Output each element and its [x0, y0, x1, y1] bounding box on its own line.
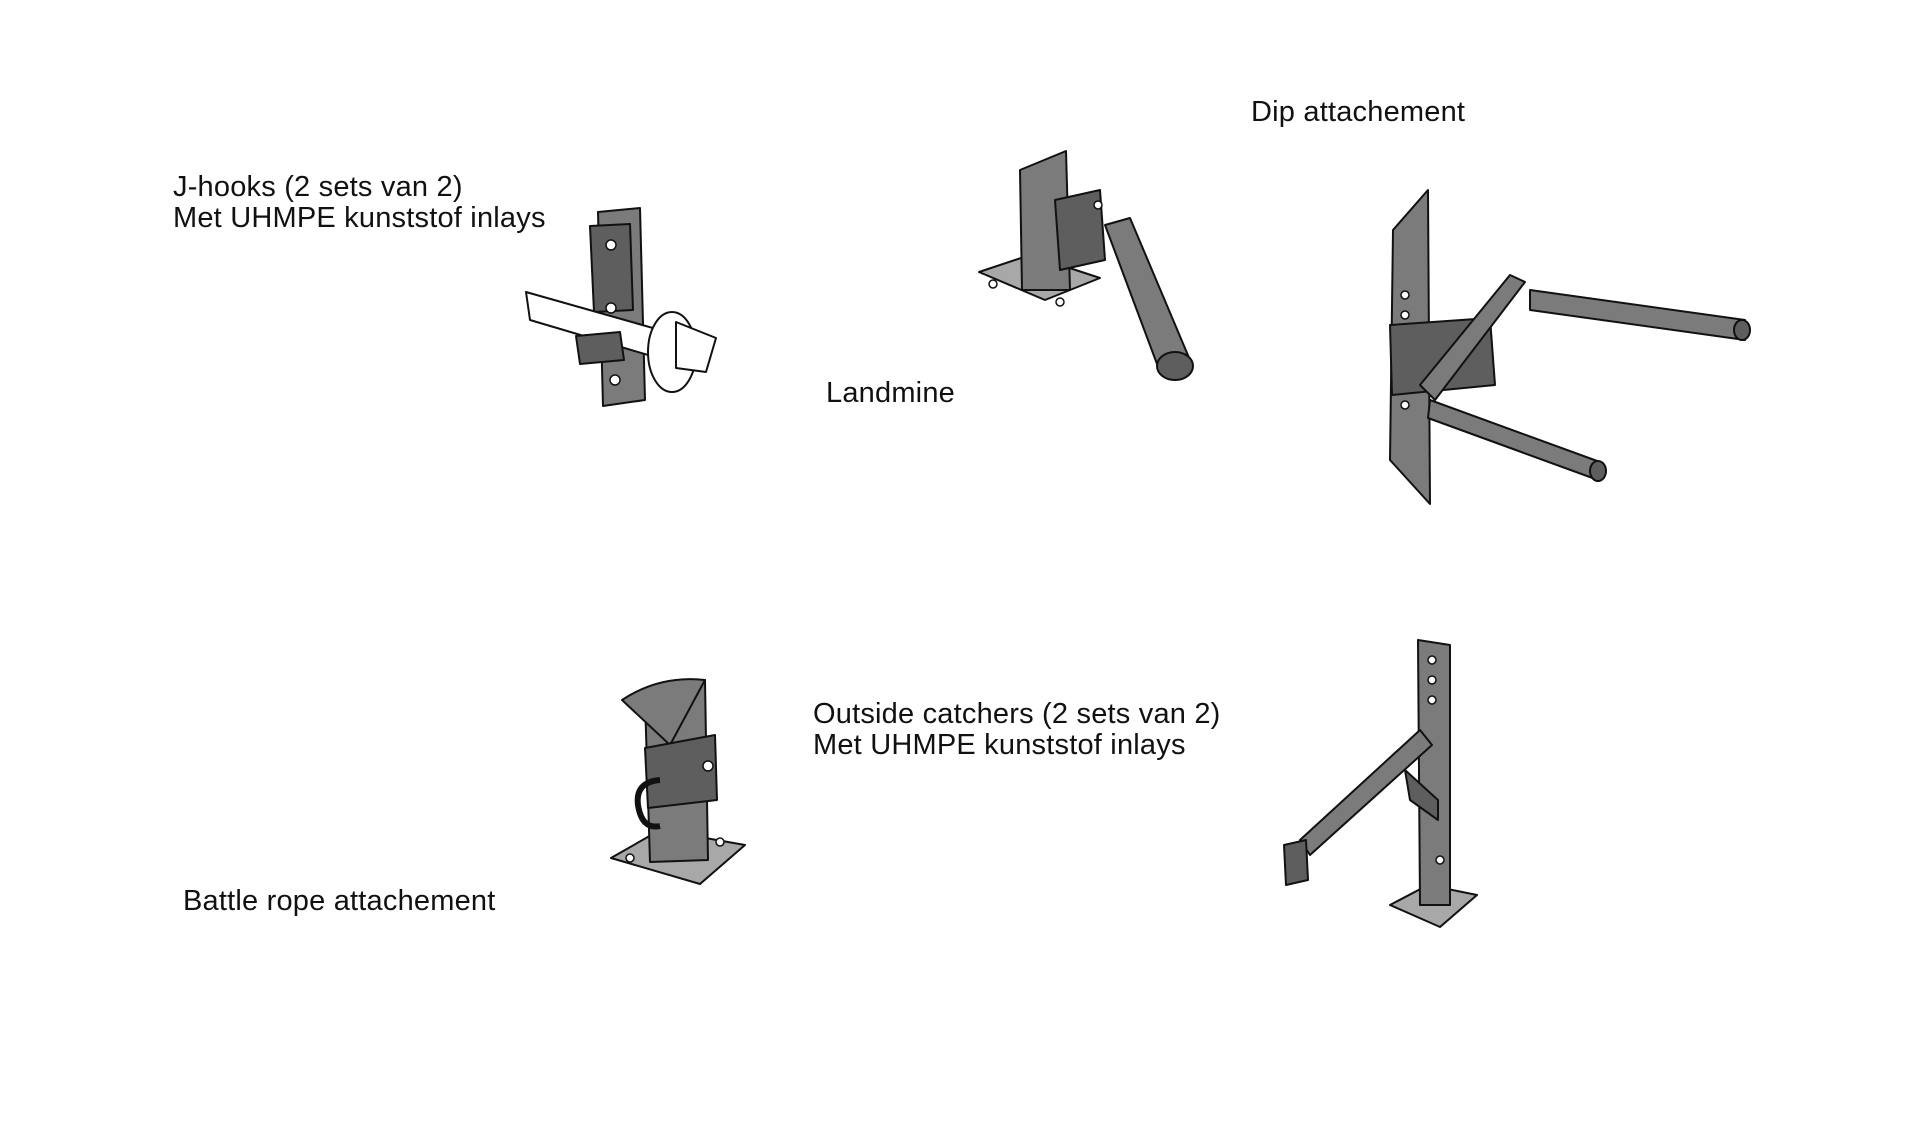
dip-attachment-drawing	[1389, 189, 1751, 505]
label-dip-attachment: Dip attachement	[1251, 96, 1466, 128]
landmine-drawing	[978, 150, 1194, 381]
label-j-hooks-detail: Met UHMPE kunststof inlays	[173, 202, 546, 234]
j-hook-drawing	[525, 207, 717, 407]
label-outside-catchers-detail: Met UHMPE kunststof inlays	[813, 729, 1186, 761]
label-landmine: Landmine	[826, 377, 955, 409]
label-j-hooks-title: J-hooks (2 sets van 2)	[173, 171, 463, 203]
label-battle-rope: Battle rope attachement	[183, 885, 496, 917]
label-outside-catchers-title: Outside catchers (2 sets van 2)	[813, 698, 1221, 730]
battle-rope-drawing	[610, 678, 746, 885]
outside-catcher-drawing	[1283, 639, 1478, 928]
